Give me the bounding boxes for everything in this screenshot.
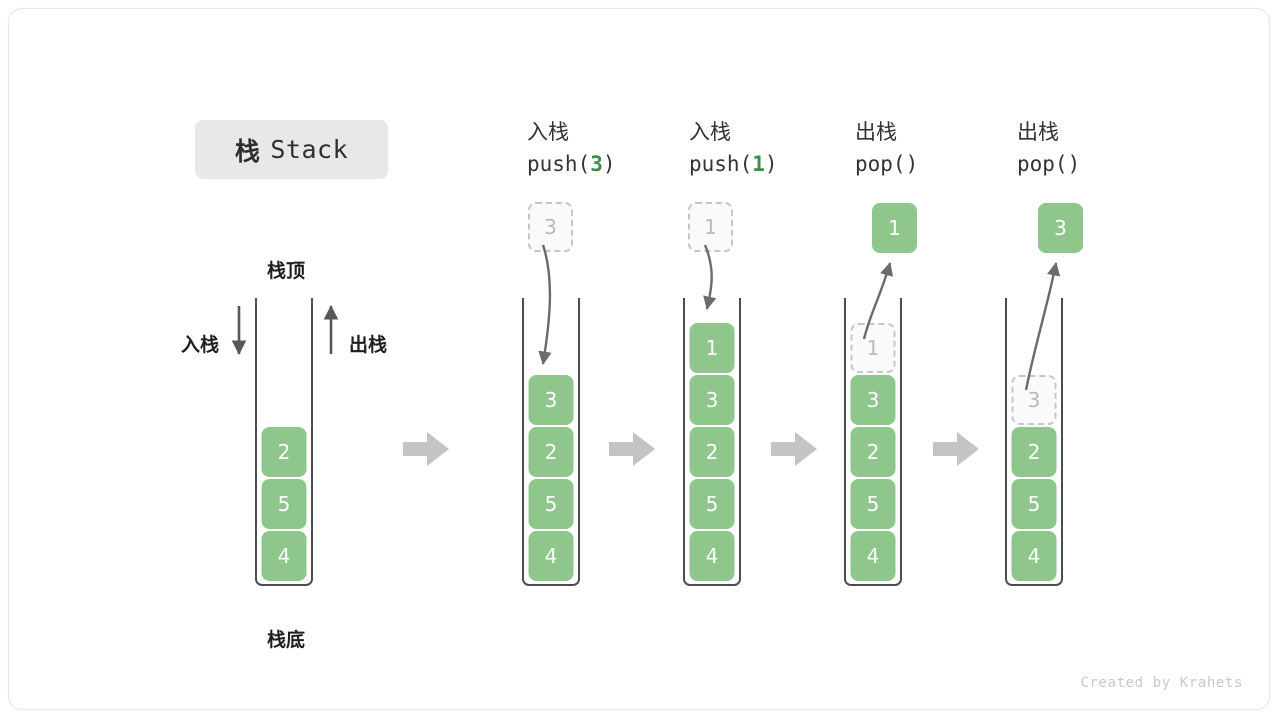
diagram-card: 栈 Stack 栈顶 栈底 入栈 出栈 入栈 push(3) 入栈 push(1… [8, 8, 1270, 710]
header-code: push(3) [527, 149, 616, 181]
title-en: Stack [270, 135, 349, 164]
stack-cell: 2 [528, 427, 574, 477]
cell-value: 1 [866, 336, 880, 360]
header-code-prefix: pop( [1017, 151, 1068, 176]
cell-value: 4 [277, 544, 291, 568]
title-cn: 栈 [234, 136, 261, 166]
header-code-suffix: ) [905, 151, 919, 176]
float-box-pop1: 1 [872, 203, 917, 253]
cell-value: 5 [866, 492, 880, 516]
header-cn: 入栈 [527, 120, 569, 144]
header-code-value: 3 [590, 151, 603, 176]
cell-value: 2 [1027, 440, 1041, 464]
stack-cell: 4 [850, 531, 896, 581]
float-box-pop3: 3 [1038, 203, 1083, 253]
cell-value: 4 [544, 544, 558, 568]
float-box-value: 1 [704, 215, 717, 239]
cell-value: 2 [544, 440, 558, 464]
stack-push3: 3 2 5 4 [522, 298, 580, 586]
cell-value: 3 [1027, 388, 1041, 412]
column-header-push1: 入栈 push(1) [689, 117, 778, 180]
stack-push1: 1 3 2 5 4 [683, 298, 741, 586]
stack-cell: 1 [689, 323, 735, 373]
header-code-prefix: pop( [855, 151, 906, 176]
cell-value: 3 [705, 388, 719, 412]
stack-cell: 4 [528, 531, 574, 581]
cell-value: 5 [277, 492, 291, 516]
column-header-pop3: 出栈 pop() [1017, 117, 1080, 180]
stack-bottom-label: 栈底 [267, 629, 306, 651]
cell-value: 5 [544, 492, 558, 516]
header-cn: 入栈 [689, 120, 731, 144]
stack-cell: 5 [689, 479, 735, 529]
cell-value: 5 [1027, 492, 1041, 516]
stack-slots: 1 3 2 5 4 [850, 323, 896, 581]
stack-cell: 2 [850, 427, 896, 477]
footer-credit: Created by Krahets [1080, 675, 1243, 691]
header-cn: 出栈 [1017, 120, 1059, 144]
title-badge: 栈 Stack [195, 120, 388, 179]
header-code-prefix: push( [689, 151, 753, 176]
stack-cell: 5 [850, 479, 896, 529]
stack-slots: 1 3 2 5 4 [689, 323, 735, 581]
transition-arrow-icon-1 [403, 432, 449, 466]
float-box-value: 3 [544, 215, 557, 239]
stack-pop1: 1 3 2 5 4 [844, 298, 902, 586]
header-cn: 出栈 [855, 120, 897, 144]
stack-pop3: 3 2 5 4 [1005, 298, 1063, 586]
transition-arrow-icon-2 [609, 432, 655, 466]
stack-cell: 3 [689, 375, 735, 425]
cell-value: 3 [866, 388, 880, 412]
stack-initial: 2 5 4 [255, 298, 313, 586]
column-header-pop1: 出栈 pop() [855, 117, 918, 180]
stack-cell: 3 [528, 375, 574, 425]
header-code: pop() [855, 149, 918, 181]
cell-value: 3 [544, 388, 558, 412]
header-code: pop() [1017, 149, 1080, 181]
cell-value: 4 [705, 544, 719, 568]
push-side-label: 入栈 [181, 334, 220, 356]
float-box-value: 3 [1054, 216, 1067, 240]
pop-side-label: 出栈 [349, 334, 388, 356]
cell-value: 5 [705, 492, 719, 516]
stack-cell: 2 [1011, 427, 1057, 477]
stack-cell: 2 [261, 427, 307, 477]
stack-cell: 5 [1011, 479, 1057, 529]
stack-cell: 2 [689, 427, 735, 477]
float-box-push1: 1 [688, 202, 733, 252]
stack-slots: 3 2 5 4 [528, 375, 574, 581]
transition-arrow-icon-3 [771, 432, 817, 466]
header-code-value: 1 [752, 151, 765, 176]
stack-cell: 4 [261, 531, 307, 581]
cell-value: 2 [705, 440, 719, 464]
stack-cell: 4 [689, 531, 735, 581]
cell-value: 4 [866, 544, 880, 568]
arrows-overlay [231, 244, 1061, 466]
header-code-suffix: ) [764, 151, 778, 176]
float-box-value: 1 [888, 216, 901, 240]
stack-cell: 4 [1011, 531, 1057, 581]
transition-arrow-icon-4 [933, 432, 979, 466]
stack-slots: 2 5 4 [261, 427, 307, 581]
column-header-push3: 入栈 push(3) [527, 117, 616, 180]
stack-cell: 3 [850, 375, 896, 425]
cell-value: 4 [1027, 544, 1041, 568]
stack-slots: 3 2 5 4 [1011, 375, 1057, 581]
header-code: push(1) [689, 149, 778, 181]
header-code-suffix: ) [602, 151, 616, 176]
cell-value: 1 [705, 336, 719, 360]
stack-cell-ghost: 3 [1011, 375, 1057, 425]
stack-top-label: 栈顶 [267, 260, 306, 282]
cell-value: 2 [866, 440, 880, 464]
header-code-suffix: ) [1067, 151, 1081, 176]
cell-value: 2 [277, 440, 291, 464]
float-box-push3: 3 [528, 202, 573, 252]
stack-cell-ghost: 1 [850, 323, 896, 373]
stack-cell: 5 [261, 479, 307, 529]
header-code-prefix: push( [527, 151, 591, 176]
stack-cell: 5 [528, 479, 574, 529]
